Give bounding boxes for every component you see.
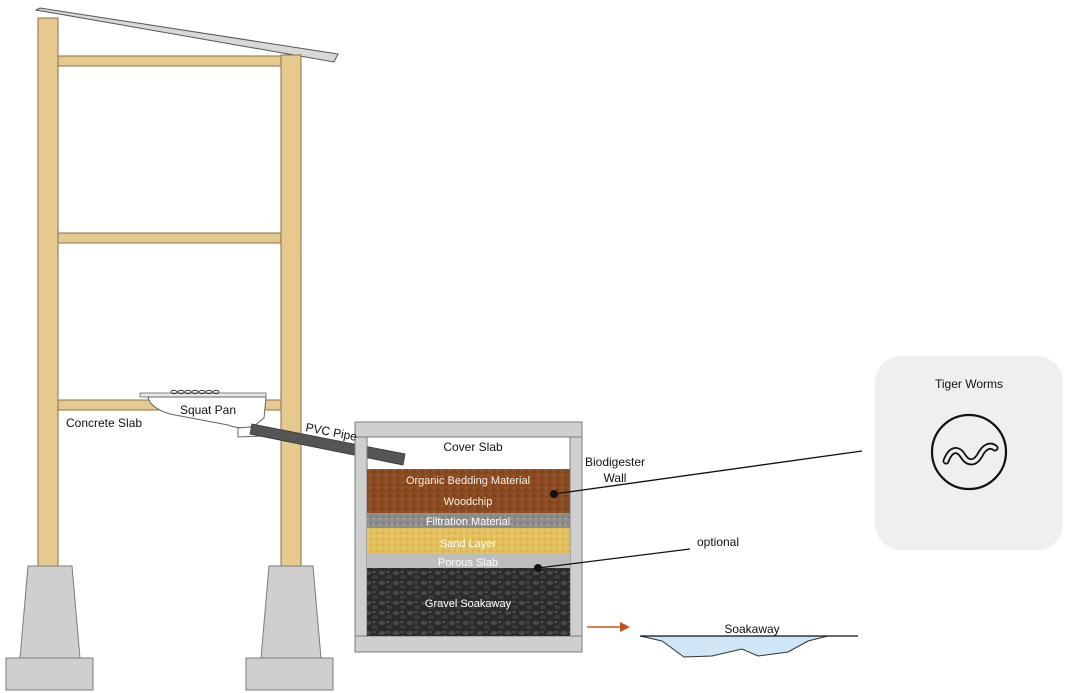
arrow-right-icon	[587, 622, 630, 632]
label-filtration: Filtration Material	[426, 516, 510, 528]
roof	[34, 7, 339, 63]
optional-callout-line	[537, 548, 691, 569]
worm-callout-dot	[550, 490, 558, 498]
concrete-footing-right	[260, 565, 322, 659]
callout-box	[875, 356, 1063, 550]
concrete-footing-left	[19, 565, 81, 659]
optional-callout-dot	[534, 564, 542, 572]
concrete-base-left	[5, 657, 94, 691]
label-porous-slab: Porous Slab	[438, 557, 498, 569]
label-soakaway: Soakaway	[724, 622, 779, 636]
filtration-layer	[367, 513, 570, 528]
label-sand-layer: Sand Layer	[440, 538, 497, 550]
biodigester-wall-left	[354, 436, 368, 637]
label-gravel-soakaway: Gravel Soakaway	[425, 598, 512, 610]
base-slab	[354, 635, 583, 653]
organic-bedding-layer	[367, 469, 570, 513]
gravel-layer	[367, 568, 570, 636]
porous-slab	[367, 554, 570, 568]
biodigester	[354, 421, 583, 653]
sand-layer	[367, 528, 570, 554]
timber-beam-middle	[57, 232, 282, 244]
timber-beam-top	[57, 55, 282, 67]
footrest-grip	[170, 389, 220, 395]
timber-post-left	[37, 17, 59, 567]
soakaway-water	[639, 635, 829, 658]
label-cover-slab: Cover Slab	[443, 440, 503, 454]
label-woodchip: Woodchip	[444, 496, 493, 508]
worm-callout-line	[553, 450, 863, 495]
label-squat-pan: Squat Pan	[180, 403, 236, 417]
biodigester-wall-right	[569, 436, 583, 637]
tiger-worms-callout: Tiger Worms	[875, 356, 1063, 550]
label-tiger-worms: Tiger Worms	[935, 377, 1003, 391]
soakaway	[639, 635, 858, 658]
label-biodigester-wall-1: Biodigester	[585, 455, 645, 469]
timber-post-right	[280, 54, 302, 567]
cover-slab	[354, 421, 583, 438]
label-biodigester-wall-2: Wall	[604, 471, 627, 485]
label-concrete-slab: Concrete Slab	[66, 416, 142, 430]
label-optional: optional	[697, 535, 739, 549]
toilet-superstructure	[5, 7, 339, 691]
label-organic-bedding: Organic Bedding Material	[406, 475, 530, 487]
concrete-base-right	[245, 657, 334, 691]
worm-icon	[930, 413, 1008, 491]
